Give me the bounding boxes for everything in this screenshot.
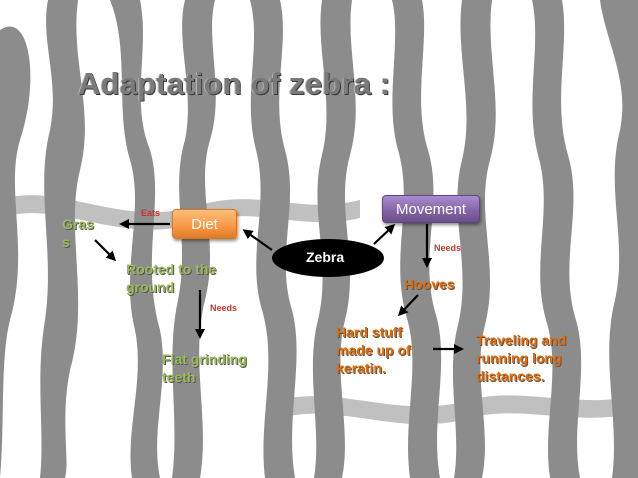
zebra-label: Zebra bbox=[306, 249, 345, 265]
movement-box: Movement bbox=[382, 195, 480, 223]
travel-node: Traveling and running long distances. bbox=[476, 331, 566, 385]
keratin-node: Hard stuff made up of keratin. bbox=[336, 323, 411, 377]
keratin-line-2: made up of bbox=[336, 342, 411, 358]
teeth-line-1: Flat grinding bbox=[162, 351, 247, 367]
arrow-grass-to-rooted bbox=[94, 239, 117, 262]
keratin-line-1: Hard stuff bbox=[336, 324, 403, 340]
grass-node: Gras s bbox=[62, 215, 94, 251]
arrow-hooves-to-keratin bbox=[397, 294, 419, 317]
hooves-node: Hooves bbox=[404, 276, 455, 292]
grass-line-1: Gras bbox=[62, 216, 94, 232]
rooted-line-2: ground bbox=[126, 279, 175, 295]
travel-line-2: running long bbox=[476, 350, 562, 366]
zebra-ellipse bbox=[272, 239, 384, 277]
slide-title: Adaptation of zebra : bbox=[78, 66, 391, 101]
rooted-node: Rooted to the ground bbox=[126, 260, 216, 296]
keratin-line-3: keratin. bbox=[336, 360, 386, 376]
travel-line-1: Traveling and bbox=[476, 332, 567, 348]
grass-line-2: s bbox=[62, 234, 70, 250]
rooted-line-1: Rooted to the bbox=[126, 261, 217, 277]
arrow-zebra-to-movement bbox=[373, 223, 396, 245]
movement-label: Movement bbox=[395, 200, 467, 218]
teeth-node: Flat grinding teeth bbox=[162, 350, 247, 386]
arrow-zebra-to-diet bbox=[242, 229, 273, 251]
edge-label-eats: Eats bbox=[141, 208, 161, 218]
diet-label: Diet bbox=[191, 215, 218, 233]
diet-box: Diet bbox=[172, 209, 237, 239]
teeth-line-2: teeth bbox=[162, 369, 196, 385]
edge-label-needs-hooves: Needs bbox=[434, 243, 462, 253]
travel-line-3: distances. bbox=[476, 368, 545, 384]
edge-label-needs-teeth: Needs bbox=[210, 303, 238, 313]
